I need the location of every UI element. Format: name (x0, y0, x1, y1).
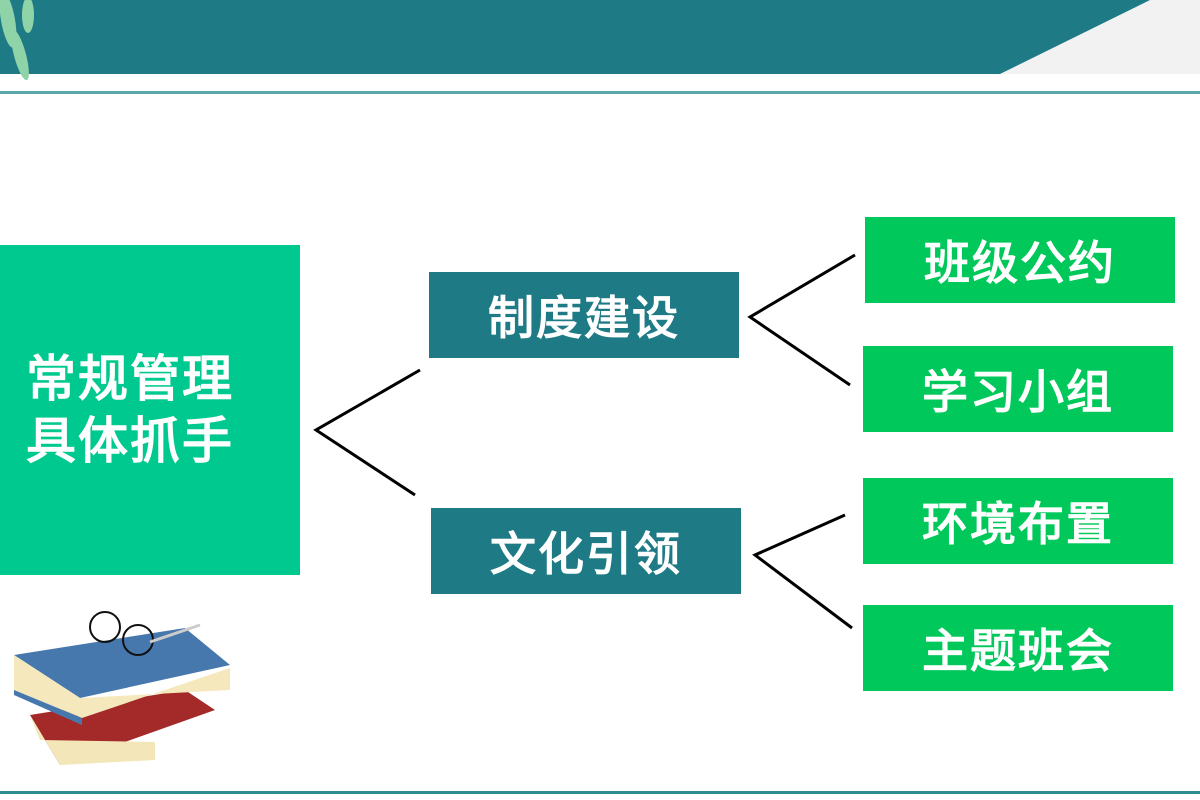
books-illustration (14, 611, 230, 765)
connector-lines (313, 253, 856, 630)
leaf-decoration (0, 0, 34, 81)
root-line2: 具体抓手 (26, 412, 234, 470)
top-divider (0, 91, 1200, 94)
leaf-node: 班级公约 (865, 217, 1175, 303)
branch-node-culture: 文化引领 (431, 508, 741, 594)
leaf-node: 学习小组 (863, 346, 1173, 432)
branch2-connector (752, 513, 853, 630)
leaf-node: 环境布置 (863, 478, 1173, 564)
branch-node-system: 制度建设 (429, 272, 739, 358)
root-node: 常规管理 具体抓手 (0, 245, 300, 575)
root-connector (313, 368, 421, 497)
bottom-divider (0, 791, 1200, 794)
root-line1: 常规管理 (26, 350, 234, 408)
header-band (0, 0, 1150, 74)
branch1-connector (747, 253, 856, 387)
leaf-node: 主题班会 (863, 605, 1173, 691)
